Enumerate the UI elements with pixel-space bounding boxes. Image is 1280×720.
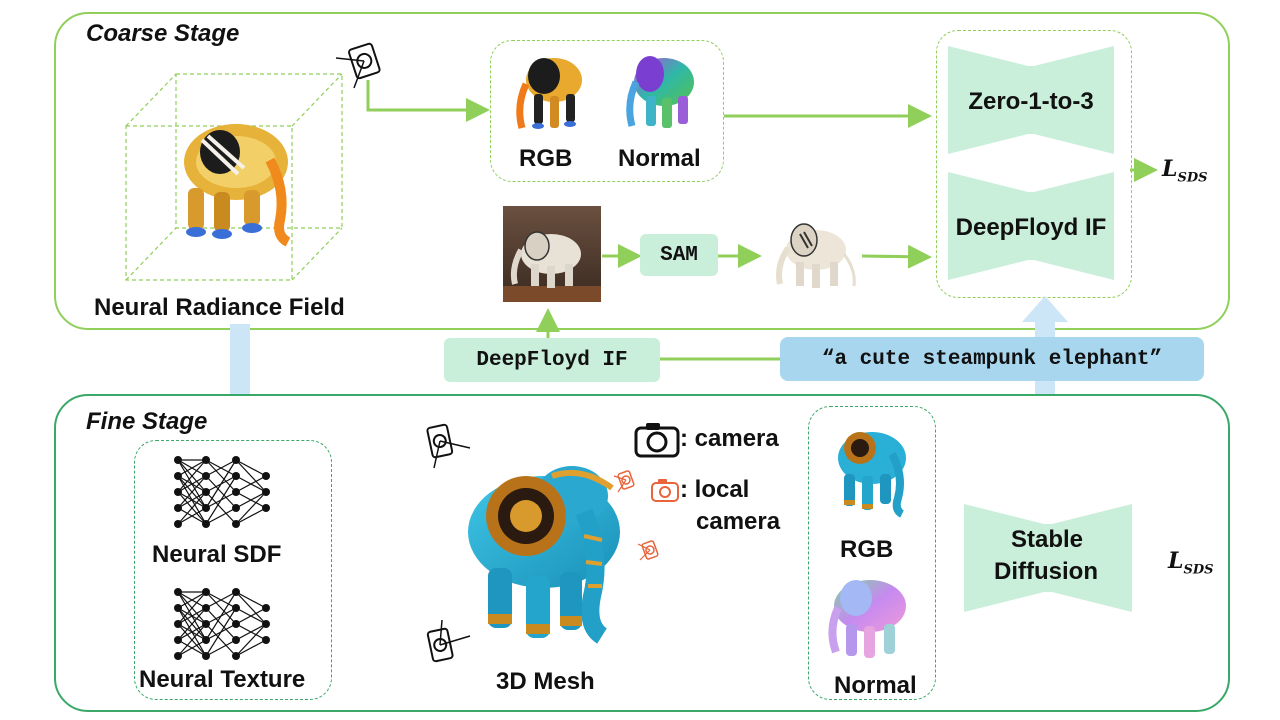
- fine-stage-title: Fine Stage: [86, 408, 208, 435]
- camera-icon-mesh-top: [426, 423, 471, 469]
- neural-network-icon-sdf: [174, 456, 270, 528]
- local-camera-icon-lower: [637, 540, 659, 561]
- deepfloyd-guidance-label: DeepFloyd IF: [955, 214, 1107, 241]
- local-camera-legend-icon: [651, 479, 679, 502]
- fine-rgb-elephant: [838, 432, 906, 518]
- segmented-elephant-image: [776, 223, 856, 288]
- local-camera-legend-label-1: : local: [680, 476, 750, 503]
- flow-arrow-nerf-to-fine: [218, 324, 262, 448]
- fine-normal-label: Normal: [834, 672, 917, 699]
- nerf-elephant-image: [184, 124, 291, 247]
- camera-icon: [335, 42, 381, 89]
- camera-icon-mesh-bottom: [426, 619, 471, 663]
- coarse-normal-elephant: [626, 56, 694, 128]
- deepfloyd-elephant-image: [503, 206, 601, 302]
- guidance-box: [936, 30, 1132, 298]
- mesh-elephant-image: [468, 466, 620, 644]
- coarse-stage-title: Coarse Stage: [86, 20, 240, 47]
- camera-legend-label: : camera: [680, 425, 779, 452]
- coarse-rgb-elephant: [516, 58, 582, 129]
- local-camera-icon-upper: [613, 470, 635, 493]
- coarse-normal-label: Normal: [618, 145, 701, 172]
- zero123-block: [948, 46, 1114, 154]
- stable-diffusion-block: [964, 504, 1132, 612]
- sam-block: SAM: [640, 234, 718, 276]
- mesh-label: 3D Mesh: [496, 668, 595, 695]
- fine-normal-elephant: [828, 580, 906, 658]
- neural-fields-box: [134, 440, 332, 700]
- fine-loss-label: LSDS: [1168, 548, 1214, 578]
- fine-render-box: [808, 406, 936, 700]
- deepfloyd-guidance-block: [948, 172, 1114, 280]
- zero123-label: Zero-1-to-3: [968, 88, 1094, 115]
- deepfloyd-generator-block: DeepFloyd IF: [444, 338, 660, 382]
- camera-legend-icon: [634, 423, 680, 458]
- text-prompt: “a cute steampunk elephant”: [780, 337, 1204, 381]
- stable-diffusion-label-2: Diffusion: [994, 558, 1098, 585]
- neural-sdf-label: Neural SDF: [152, 541, 282, 568]
- coarse-loss-label: LSDS: [1162, 156, 1208, 186]
- neural-network-icon-texture: [174, 588, 270, 660]
- stable-diffusion-label-1: Stable: [1010, 526, 1084, 553]
- fine-rgb-label: RGB: [840, 536, 894, 563]
- nerf-label: Neural Radiance Field: [94, 294, 345, 321]
- coarse-render-box: [490, 40, 724, 182]
- coarse-rgb-label: RGB: [519, 145, 573, 172]
- local-camera-legend-label-2: camera: [696, 508, 781, 535]
- neural-texture-label: Neural Texture: [139, 666, 306, 693]
